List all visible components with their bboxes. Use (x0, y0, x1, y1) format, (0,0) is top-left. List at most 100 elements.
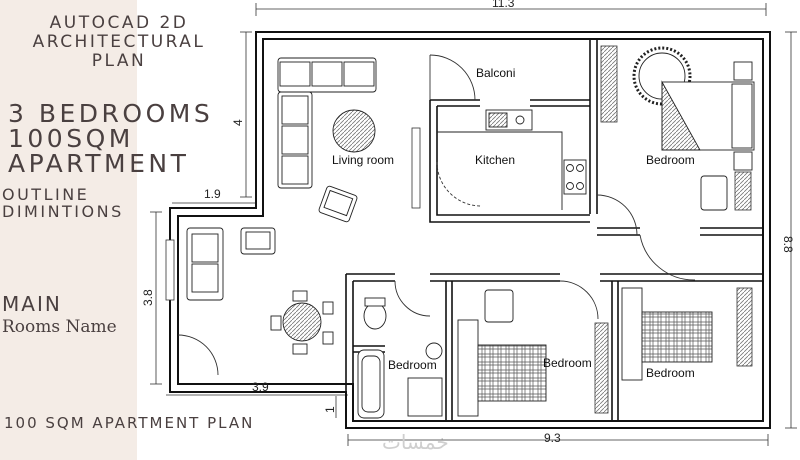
title-line: PLAN (91, 51, 147, 71)
burner (566, 182, 574, 190)
nightstand-column (621, 287, 643, 381)
sofa-cushion (279, 61, 311, 87)
wardrobe-middle (594, 322, 609, 414)
chair (270, 315, 282, 331)
room-labels: Balconi Living room Kitchen Bedroom Bedr… (332, 66, 695, 380)
interior-walls (345, 39, 763, 421)
kitchen-fixtures (437, 109, 587, 210)
door-hall (639, 234, 696, 281)
bed-right (641, 311, 713, 363)
subtitle-line: APARTMENT (8, 149, 190, 178)
windows (165, 127, 421, 301)
nightstand (733, 151, 753, 171)
armchair-seat (245, 231, 271, 250)
nightstand (733, 61, 753, 81)
title-panel (0, 0, 137, 460)
room-label-balconi: Balconi (476, 66, 515, 80)
bathtub-inner (361, 355, 381, 413)
round-table (632, 46, 692, 106)
room-label-living-room: Living room (332, 153, 394, 167)
wall-bath-left (345, 274, 354, 421)
door-mid-bedroom (559, 280, 599, 320)
wall-bedroom-divider-a (445, 281, 453, 421)
cabinet (407, 377, 443, 417)
title-block: AUTOCAD 2D ARCHITECTURAL PLAN (6, 14, 232, 71)
sofa-cushion (281, 125, 309, 155)
door-kitchen (436, 161, 482, 207)
sofa-cushion (281, 95, 309, 125)
main-label: MAIN (2, 292, 62, 316)
stove (563, 159, 587, 195)
dim-bottom-left-label: 3.9 (252, 380, 269, 394)
nightstand-column (457, 319, 479, 417)
watermark: خمسات (382, 430, 449, 454)
door-entry (177, 334, 219, 376)
room-label-bedroom-bath: Bedroom (388, 358, 437, 372)
chair (292, 343, 308, 355)
wall-kitchen-inner (436, 106, 590, 216)
armchair (484, 289, 514, 323)
dim-left-lower-label: 3.8 (141, 289, 155, 306)
wash-basin (425, 342, 443, 360)
outline-block: OUTLINE DIMINTIONS (2, 186, 124, 220)
subtitle-line: 100SQM (8, 124, 134, 153)
sink-bowl (488, 112, 508, 128)
sofa-cushion (343, 61, 375, 87)
middle-bedroom-furniture (457, 289, 547, 417)
wardrobe-top-small (734, 171, 752, 211)
wardrobe-top (600, 45, 618, 123)
door-top-bedroom (596, 194, 638, 236)
dim-top-label: 11.3 (492, 0, 515, 10)
bed-blanket (661, 80, 701, 151)
burner (566, 164, 574, 172)
chair (322, 301, 334, 315)
sink-tap (515, 115, 525, 125)
counter (437, 131, 563, 210)
subtitle-line: 3 BEDROOMS (8, 99, 214, 128)
window-living (411, 127, 421, 209)
room-label-bedroom-middle: Bedroom (543, 356, 592, 370)
wardrobe-right (736, 287, 753, 367)
sofa-cushion (191, 263, 219, 293)
doors (177, 54, 696, 376)
living-furniture (186, 57, 377, 355)
outline-line: DIMINTIONS (2, 202, 124, 221)
wall-bedroom-divider-b (611, 281, 619, 421)
room-label-bedroom-top: Bedroom (646, 153, 695, 167)
dimension-lines (150, 3, 797, 446)
sofa-cushion (281, 155, 309, 185)
subtitle-block: 3 BEDROOMS 100SQM APARTMENT (8, 101, 213, 176)
door-balcony (429, 54, 476, 101)
wardrobes (594, 45, 753, 414)
outline-line: OUTLINE (2, 185, 90, 204)
room-label-bedroom-right: Bedroom (646, 366, 695, 380)
bathroom-fixtures (357, 297, 443, 419)
top-bedroom-furniture (632, 46, 755, 211)
chair (292, 290, 308, 302)
chair (322, 331, 334, 345)
rooms-name-label: Rooms Name (2, 317, 117, 337)
dim-bottom-right-label: 9.3 (544, 431, 561, 445)
sofa-cushion (191, 233, 219, 263)
toilet (363, 302, 387, 330)
footer-caption: 100 SQM APARTMENT PLAN (4, 414, 255, 432)
title-line: AUTOCAD 2D (49, 13, 189, 33)
dimension-labels: 11.3 8.8 4 1.9 3.8 3.9 9.3 1 (141, 0, 795, 445)
right-bedroom-furniture (621, 287, 713, 381)
window-dining (165, 239, 175, 301)
dim-left-upper-label: 4 (231, 119, 245, 126)
sofa-cushion (311, 61, 343, 87)
burner (576, 182, 584, 190)
room-label-kitchen: Kitchen (475, 153, 515, 167)
dim-small-label: 1 (323, 406, 337, 413)
dining-table (282, 302, 322, 342)
dim-right-label: 8.8 (781, 236, 795, 253)
wall-kitchen (429, 100, 590, 223)
armchair (700, 175, 728, 211)
title-line: ARCHITECTURAL (32, 32, 206, 52)
armchair (318, 185, 358, 223)
burner (576, 164, 584, 172)
bed-pillows (731, 83, 753, 149)
bed-middle (477, 344, 547, 402)
